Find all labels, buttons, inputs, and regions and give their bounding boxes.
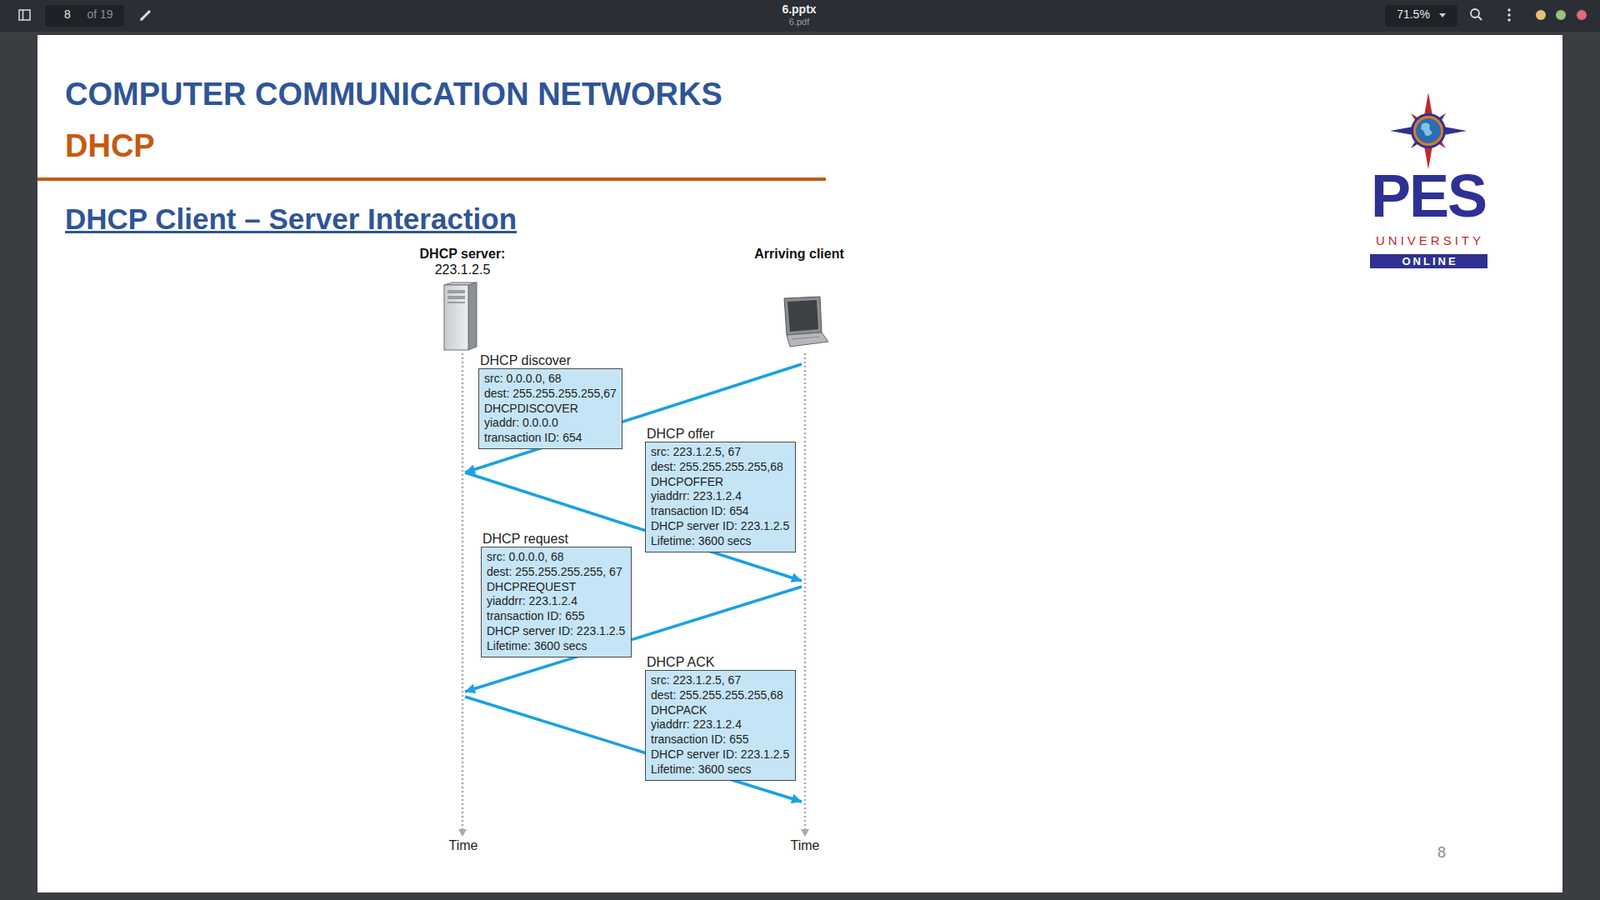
viewer-toolbar [0,0,1600,32]
logo-subtitle: UNIVERSITY [1372,233,1485,249]
message-field: DHCP server ID: 223.1.2.5 [650,519,790,535]
message-name: DHCP discover [480,352,571,369]
course-title: COMPUTER COMMUNICATION NETWORKS [65,75,723,115]
dhcp-message-box: DHCP discoversrc: 0.0.0.0, 68dest: 255.2… [478,368,623,450]
message-field: src: 223.1.2.5, 67 [650,445,741,460]
message-field: dest: 255.255.255.255,67 [484,386,617,402]
zoom-field [1385,5,1458,27]
message-field: dest: 255.255.255.255,68 [650,688,784,704]
message-field: DHCP server ID: 223.1.2.5 [650,747,790,763]
window-button [1555,10,1566,20]
laptop-keys [791,336,820,340]
message-field: transaction ID: 654 [650,504,750,520]
server-bay [447,295,465,300]
server-bay [447,301,465,304]
server-timeline [461,353,465,830]
message-name: DHCP request [482,530,569,547]
logo-wordmark: PES [1370,165,1486,226]
message-field: yiaddrr: 223.1.2.4 [650,489,742,505]
client-label: Arriving client [754,245,845,262]
laptop-base [786,332,829,347]
logo-band: ONLINE [1370,254,1488,269]
message-field: src: 0.0.0.0, 68 [486,550,565,565]
server-side [468,282,477,350]
message-field: Lifetime: 3600 secs [650,762,752,778]
heading-rule [37,177,826,181]
server-icon [444,282,477,350]
timeline-head [458,829,467,837]
laptop-bezel [784,296,822,335]
message-arrows [465,364,802,802]
message-field: DHCPOFFER [650,475,724,490]
slide-heading: DHCP Client – Server Interaction [65,201,517,237]
time-axis-label: Time [790,837,820,854]
server-bay [447,290,465,294]
laptop-icon [784,296,829,347]
message-name: DHCP ACK [646,654,715,670]
message-field: src: 223.1.2.5, 67 [650,673,741,689]
page-number-field: 8 [64,7,71,22]
sidebar-icon [22,10,25,20]
message-field: transaction ID: 654 [484,430,583,446]
message-field: Lifetime: 3600 secs [486,639,588,655]
logo-compass [1390,92,1467,170]
window-button [1535,10,1546,20]
search-icon [1470,9,1480,18]
menu-icon [1507,13,1510,16]
dropdown-caret [1439,13,1446,18]
time-axis-label: Time [449,837,479,854]
message-field: transaction ID: 655 [486,609,585,625]
message-field: yiaddrr: 223.1.2.4 [486,594,578,610]
window-button [1576,10,1587,20]
slide-topic: DHCP [65,127,155,166]
menu-icon [1507,18,1510,21]
menu-icon [1507,8,1510,11]
pen-icon [141,10,150,20]
message-field: dest: 255.255.255.255, 67 [486,565,623,580]
compass-ring [1410,113,1446,149]
pen-icon [140,17,144,21]
client-timeline [804,353,807,830]
message-field: Lifetime: 3600 secs [650,534,752,550]
message-field: DHCPREQUEST [486,580,576,595]
timeline-head [800,829,810,837]
slide-page [37,35,1563,893]
message-field: DHCPACK [650,703,707,719]
message-field: transaction ID: 655 [650,732,750,748]
globe [1415,118,1441,144]
server-label: DHCP server: [420,245,506,262]
dhcp-message-box: DHCP ACKsrc: 223.1.2.5, 67dest: 255.255.… [645,670,796,781]
search-icon [1478,16,1482,20]
laptop-screen [787,300,819,332]
page-field [45,5,125,27]
sidebar-icon [19,10,30,20]
server-address: 223.1.2.5 [435,261,491,278]
compass-ring [1413,115,1444,146]
message-field: yiaddr: 0.0.0.0 [484,415,559,431]
slide-number: 8 [1437,844,1446,863]
file-name: 6.pdf [789,16,810,28]
dhcp-message-box: DHCP offersrc: 223.1.2.5, 67dest: 255.25… [645,441,796,553]
dhcp-message-box: DHCP requestsrc: 0.0.0.0, 68dest: 255.25… [480,546,632,658]
zoom-level: 71.5% [1396,7,1430,22]
logo-band-text: ONLINE [1399,255,1458,268]
globe-land [1420,122,1433,136]
message-field: DHCPDISCOVER [484,401,579,417]
server-front [444,285,469,350]
message-field: yiaddrr: 223.1.2.4 [650,717,742,733]
page-count: of 19 [86,7,113,22]
message-field: src: 0.0.0.0, 68 [484,371,562,387]
message-field: DHCP server ID: 223.1.2.5 [486,624,625,640]
document-title: 6.pptx [781,2,816,17]
message-name: DHCP offer [646,425,715,442]
message-field: dest: 255.255.255.255,68 [650,460,784,475]
